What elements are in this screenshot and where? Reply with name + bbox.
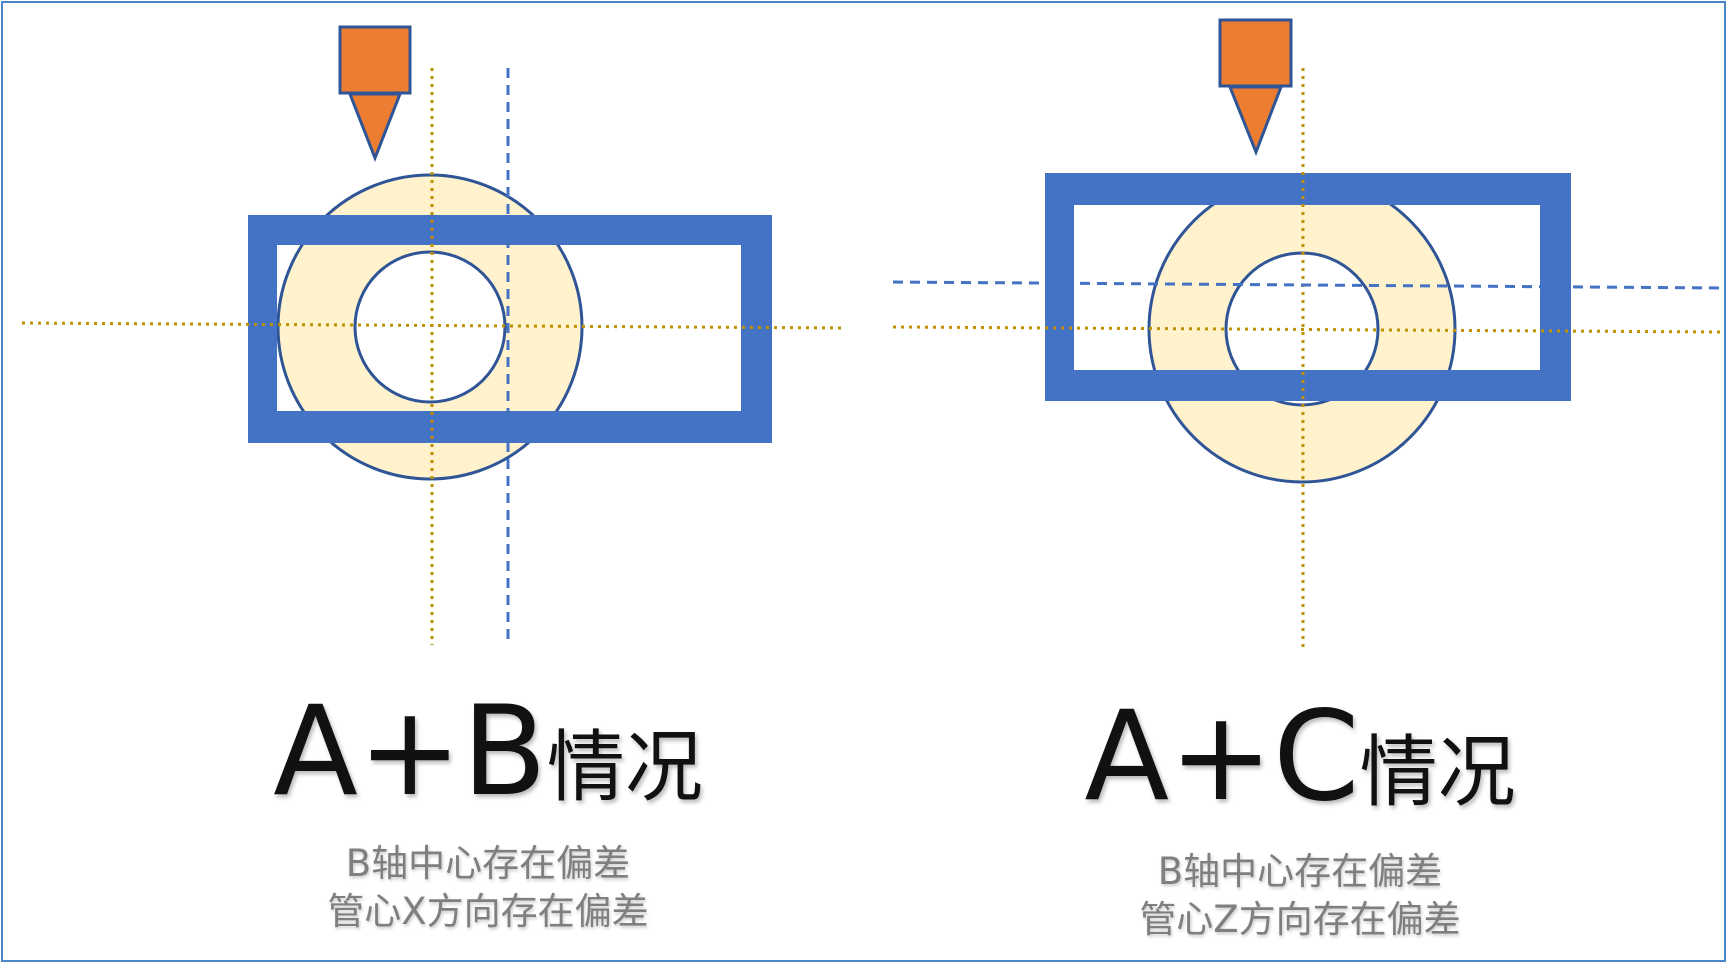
nozzle-icon bbox=[1218, 18, 1293, 157]
case-ac-note: B轴中心存在偏差 管心Z方向存在偏差 bbox=[1070, 848, 1530, 944]
case-ac-title-main: A+C bbox=[1084, 685, 1360, 829]
case-ab-note-line2: 管心X方向存在偏差 bbox=[327, 890, 649, 933]
reference-axis-horizontal bbox=[21, 321, 846, 330]
tube-bore bbox=[353, 250, 507, 404]
case-ab-note: B轴中心存在偏差 管心X方向存在偏差 bbox=[258, 840, 718, 936]
nozzle-icon bbox=[338, 25, 412, 163]
case-ab-diagram bbox=[21, 25, 846, 645]
case-ac-diagram bbox=[892, 18, 1723, 648]
case-ab-title: A+B情况 bbox=[258, 690, 718, 814]
reference-axis-horizontal bbox=[892, 325, 1723, 334]
case-ac-title-suffix: 情况 bbox=[1359, 728, 1516, 818]
case-ab-title-main: A+B bbox=[273, 680, 547, 824]
case-ab-title-suffix: 情况 bbox=[546, 723, 703, 813]
case-ab-note-line1: B轴中心存在偏差 bbox=[345, 842, 631, 885]
bracket-frame bbox=[248, 215, 772, 443]
case-ac-note-line1: B轴中心存在偏差 bbox=[1157, 850, 1443, 893]
case-ac-title: A+C情况 bbox=[1070, 695, 1530, 819]
case-ac-note-line2: 管心Z方向存在偏差 bbox=[1139, 898, 1461, 941]
offset-axis-horizontal bbox=[892, 280, 1723, 290]
bracket-bottom-bar bbox=[1045, 370, 1571, 401]
